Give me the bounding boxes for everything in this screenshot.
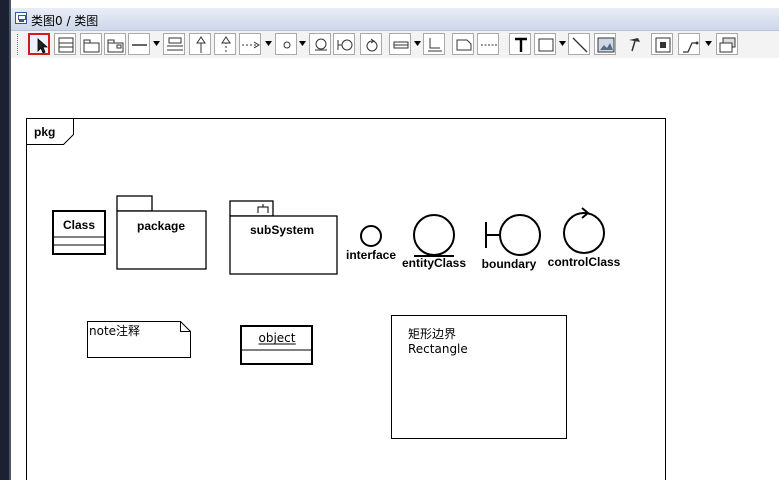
dependency-tool-button[interactable] [239,33,261,55]
image-tool-button[interactable] [594,33,616,55]
pin-icon [629,38,640,52]
dependency-icon [242,41,260,49]
diagram-title: 类图0 / 类图 [31,14,99,28]
boundary-icon [337,39,353,51]
line-icon [572,37,588,53]
association-class-tool-button[interactable] [163,33,185,55]
interface-name: interface [346,248,396,262]
note-link-tool-button[interactable] [423,33,445,55]
diagram-icon [15,12,27,24]
class-icon [58,37,74,53]
frame-icon [655,37,671,53]
dashed-line-tool-button[interactable] [477,33,499,55]
rectangle-tool-button[interactable] [534,33,556,55]
note-tool-button[interactable] [452,33,474,55]
frame-label: pkg [34,125,55,139]
toolbar-grip[interactable] [17,34,20,55]
object-icon [393,41,409,49]
association-tool-button[interactable] [128,33,150,55]
select-tool-button[interactable] [28,33,50,55]
note-element[interactable] [87,321,191,358]
image-icon [597,37,615,53]
association-class-icon [167,37,183,51]
subsystem-name: subSystem [250,223,314,237]
diagram-toolbar [11,31,779,59]
rectangle-tool-dropdown-arrow-icon[interactable] [559,33,567,55]
dependency-tool-dropdown-arrow-icon[interactable] [265,33,273,55]
generalization-icon [196,36,206,53]
frame-tool-button[interactable] [651,33,673,55]
package-icon [83,39,100,53]
interface-tool-button[interactable] [275,33,297,55]
object-tool-dropdown-arrow-icon[interactable] [414,33,422,55]
interface-tool-dropdown-arrow-icon[interactable] [299,33,307,55]
line-style-tool-button[interactable] [678,33,700,55]
note-icon [456,39,472,51]
class-element[interactable] [52,210,106,255]
boundary-element[interactable] [485,214,541,256]
package-tool-button[interactable] [80,33,102,55]
realization-tool-button[interactable] [214,33,236,55]
subsystem-icon [107,39,124,53]
pin-tool-button[interactable] [623,33,645,55]
line-style-tool-dropdown-arrow-icon[interactable] [705,33,713,55]
class-diagram: pkg Class package subSystem interface [26,118,666,480]
object-name: object [259,331,296,345]
control-class-name: controlClass [548,255,621,269]
association-tool-dropdown-arrow-icon[interactable] [153,33,161,55]
pkg-frame[interactable] [26,118,666,480]
layer-icon [719,37,736,53]
entity-class-element[interactable] [413,214,455,257]
boundary-tool-button[interactable] [333,33,355,55]
generalization-tool-button[interactable] [189,33,211,55]
text-tool-button[interactable] [509,33,531,55]
rectangle-text-line1: 矩形边界 [408,327,456,341]
control-class-icon [366,38,378,52]
rectangle-icon [538,38,554,52]
subsystem-element[interactable] [229,200,338,275]
text-icon [515,37,527,52]
window-left-border [9,0,11,480]
entity-class-tool-button[interactable] [309,33,331,55]
chevron-down-icon [414,41,421,46]
diagram-canvas[interactable]: pkg Class package subSystem interface [11,58,779,480]
rectangle-text-line2: Rectangle [408,342,468,356]
chevron-down-icon [153,41,160,46]
chevron-down-icon [299,41,306,46]
line-tool-button[interactable] [568,33,590,55]
arrow-pointer-icon [37,38,49,54]
entity-class-name: entityClass [402,256,466,270]
entity-class-icon [315,38,327,51]
note-link-icon [428,38,442,52]
chevron-down-icon [705,41,712,46]
class-tool-button[interactable] [54,33,76,55]
chevron-down-icon [265,41,272,46]
window-left-edge [0,0,9,480]
line-style-icon [683,41,699,53]
control-class-element[interactable] [563,207,605,254]
realization-icon [221,36,231,53]
dashed-line-icon [481,44,497,46]
class-name: Class [63,218,95,232]
rectangle-boundary-element[interactable] [391,315,567,439]
association-line-icon [132,44,147,46]
interface-element[interactable] [360,225,382,247]
note-text: note注释 [89,323,140,338]
control-class-tool-button[interactable] [360,33,382,55]
object-element[interactable] [240,325,313,365]
layer-tool-button[interactable] [716,33,738,55]
chevron-down-icon [559,41,566,46]
subsystem-tool-button[interactable] [104,33,126,55]
package-name: package [137,219,185,233]
object-tool-button[interactable] [389,33,411,55]
diagram-tab-titlebar[interactable]: 类图0 / 类图 [11,8,779,31]
package-element[interactable] [116,195,207,270]
boundary-name: boundary [482,257,537,271]
interface-icon [283,41,291,49]
